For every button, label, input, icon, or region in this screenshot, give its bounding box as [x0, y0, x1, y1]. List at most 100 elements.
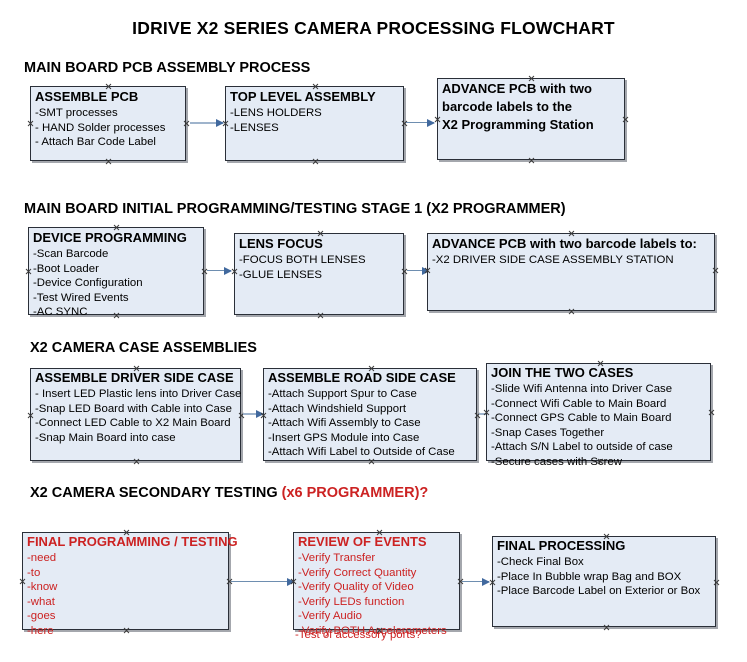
connector-driver-case-to-road-case [243, 409, 264, 418]
box-line: -Boot Loader [33, 262, 99, 275]
section-heading-accent: (x6 PROGRAMMER)? [281, 485, 429, 501]
box-line: -what [27, 595, 55, 608]
connection-handle-left[interactable] [489, 579, 496, 586]
box-line: -LENS HOLDERS [230, 106, 322, 119]
section-heading-text: MAIN BOARD INITIAL PROGRAMMING/TESTING S… [24, 201, 566, 217]
box-line: -Insert GPS Module into Case [268, 431, 420, 444]
connection-handle-bottom[interactable] [312, 158, 319, 165]
connection-handle-bottom[interactable] [133, 458, 140, 465]
box-line: -need [27, 551, 57, 564]
box-line: -Slide Wifi Antenna into Driver Case [491, 382, 673, 395]
box-title: ASSEMBLE DRIVER SIDE CASE [35, 370, 234, 385]
connection-handle-bottom[interactable] [603, 624, 610, 631]
box-line: -GLUE LENSES [239, 268, 322, 281]
connection-handle-bottom[interactable] [317, 312, 324, 319]
box-title: JOIN THE TWO CASES [491, 365, 634, 380]
box-line: -Place In Bubble wrap Bag and BOX [497, 570, 682, 583]
flow-box-review-of-events[interactable]: REVIEW OF EVENTS -Verify Transfer -Verif… [293, 532, 460, 637]
connection-handle-left[interactable] [19, 578, 26, 585]
section-heading-text: MAIN BOARD PCB ASSEMBLY PROCESS [24, 60, 311, 76]
arrow-head-icon [422, 266, 430, 275]
box-line: -goes [27, 610, 56, 623]
flow-box-advance-pcb-programming-station[interactable]: ADVANCE PCB with two barcode labels to t… [437, 78, 625, 160]
section-heading-initial-programming-testing: MAIN BOARD INITIAL PROGRAMMING/TESTING S… [24, 201, 566, 217]
section-heading-camera-case-assemblies: X2 CAMERA CASE ASSEMBLIES [30, 340, 257, 356]
box-line: -Device Configuration [33, 277, 143, 290]
connection-handle-left[interactable] [27, 120, 34, 127]
box-line: -SMT processes [35, 106, 118, 119]
arrow-head-icon [427, 118, 435, 127]
connector-top-level-to-advance-pcb [406, 118, 435, 127]
connection-handle-left[interactable] [434, 116, 441, 123]
arrow-head-icon [224, 266, 232, 275]
flow-box-device-programming[interactable]: DEVICE PROGRAMMING -Scan Barcode -Boot L… [25, 227, 204, 318]
flow-box-final-processing[interactable]: FINAL PROCESSING -Check Final Box -Place… [492, 536, 716, 627]
connector-device-programming-to-lens-focus [207, 266, 232, 275]
box-line: -Secure cases with Screw [491, 455, 623, 468]
flow-box-lens-focus[interactable]: LENS FOCUS -FOCUS BOTH LENSES -GLUE LENS… [234, 233, 404, 315]
review-of-events-overflow-line: -Test of accessory ports? [295, 629, 422, 641]
section-heading-secondary-testing: X2 CAMERA SECONDARY TESTING (x6 PROGRAMM… [30, 485, 428, 501]
connection-handle-left[interactable] [231, 268, 238, 275]
flow-box-final-programming-testing[interactable]: FINAL PROGRAMMING / TESTING -need -to -k… [19, 532, 238, 637]
flow-box-assemble-road-side-case[interactable]: ASSEMBLE ROAD SIDE CASE -Attach Support … [263, 368, 477, 461]
box-line: -Connect Wifi Cable to Main Board [491, 397, 667, 410]
box-title: FINAL PROGRAMMING / TESTING [27, 534, 238, 549]
box-title: LENS FOCUS [239, 236, 323, 251]
box-line: -Connect LED Cable to X2 Main Board [35, 417, 231, 430]
connector-lens-focus-to-advance-pcb-driver [407, 266, 430, 275]
box-line: -Attach Wifi Label to Outside of Case [268, 446, 455, 459]
box-line: -Test Wired Events [33, 291, 129, 304]
box-title: TOP LEVEL ASSEMBLY [230, 89, 376, 104]
connection-handle-bottom[interactable] [568, 308, 575, 315]
box-line: -Attach Wifi Assembly to Case [268, 417, 421, 430]
arrow-head-icon [216, 118, 224, 127]
arrow-head-icon [287, 577, 295, 586]
flow-box-advance-pcb-driver-side[interactable]: ADVANCE PCB with two barcode labels to: … [427, 233, 715, 311]
connection-handle-right[interactable] [712, 267, 719, 274]
section-heading-text: X2 CAMERA SECONDARY TESTING [30, 485, 282, 501]
flow-box-assemble-driver-side-case[interactable]: ASSEMBLE DRIVER SIDE CASE - Insert LED P… [30, 368, 241, 461]
box-line: -X2 DRIVER SIDE CASE ASSEMBLY STATION [432, 253, 674, 266]
box-title-cont: X2 Programming Station [442, 116, 594, 132]
box-line: -Verify LEDs function [298, 595, 405, 608]
box-title: ASSEMBLE ROAD SIDE CASE [268, 370, 456, 385]
box-line: -Attach Support Spur to Case [268, 387, 417, 400]
box-line: -Snap Cases Together [491, 426, 605, 439]
section-heading-main-board-pcb-assembly: MAIN BOARD PCB ASSEMBLY PROCESS [24, 60, 310, 76]
page-title: IDRIVE X2 SERIES CAMERA PROCESSING FLOWC… [132, 18, 615, 38]
box-line: -Check Final Box [497, 555, 584, 568]
box-line: - Insert LED Plastic lens into Driver Ca… [35, 387, 242, 400]
arrow-head-icon [482, 577, 490, 586]
box-line: -FOCUS BOTH LENSES [239, 253, 366, 266]
connector-review-events-to-final-processing [462, 577, 490, 586]
flow-box-assemble-pcb[interactable]: ASSEMBLE PCB -SMT processes - HAND Solde… [30, 86, 186, 161]
section-heading-text: X2 CAMERA CASE ASSEMBLIES [30, 340, 257, 356]
box-line: -Attach Windshield Support [268, 402, 407, 415]
flow-box-top-level-assembly[interactable]: TOP LEVEL ASSEMBLY -LENS HOLDERS -LENSES [225, 86, 404, 161]
box-line: -Verify Audio [298, 610, 362, 623]
connection-handle-left[interactable] [27, 412, 34, 419]
box-line: -Place Barcode Label on Exterior or Box [497, 585, 701, 598]
box-title: ADVANCE PCB with two barcode labels to: [432, 236, 697, 251]
box-line: -Attach S/N Label to outside of case [491, 441, 673, 454]
flow-box-join-the-two-cases[interactable]: JOIN THE TWO CASES -Slide Wifi Antenna i… [486, 363, 711, 468]
box-title: ADVANCE PCB with two [442, 81, 592, 96]
box-title: FINAL PROCESSING [497, 538, 626, 553]
box-line: -Connect GPS Cable to Main Board [491, 412, 672, 425]
box-line: -Scan Barcode [33, 247, 109, 260]
connection-handle-bottom[interactable] [105, 158, 112, 165]
box-title: DEVICE PROGRAMMING [33, 230, 187, 245]
arrow-head-icon [256, 409, 264, 418]
box-line: -AC SYNC [33, 306, 88, 319]
box-line: - Attach Bar Code Label [35, 136, 156, 149]
connection-handle-left[interactable] [25, 268, 32, 275]
box-line: -Verify BOTH Accelerometers [298, 624, 447, 637]
box-line: -Snap Main Board into case [35, 431, 176, 444]
box-line: -Verify Correct Quantity [298, 566, 417, 579]
box-line: -know [27, 581, 58, 594]
connection-handle-bottom[interactable] [528, 157, 535, 164]
box-line: -to [27, 566, 41, 579]
box-line: -Snap LED Board with Cable into Case [35, 402, 232, 415]
